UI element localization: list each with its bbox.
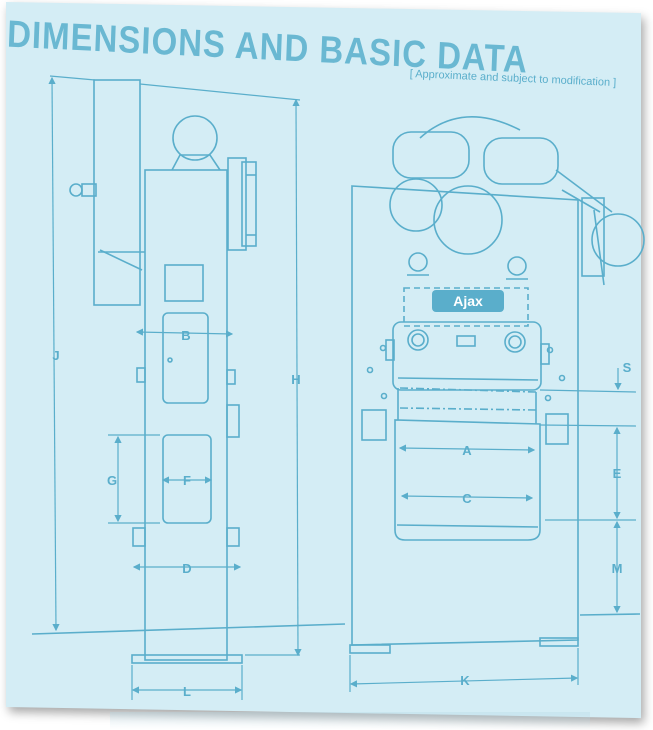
dim-label-c: C [462,491,472,506]
flywheel-arc [419,115,521,139]
dim-label-j: J [52,348,59,363]
rear-guard-panel [93,79,141,306]
side-drive-bracket [581,197,605,277]
dimension-lines [48,75,637,700]
front-base-left [349,644,391,654]
control-box-right [545,413,569,445]
side-frame-box [164,264,204,302]
bolster [394,419,541,541]
side-flywheel [172,115,218,161]
side-window-upper [162,312,209,404]
side-view [69,79,257,664]
dim-label-l: L [183,684,191,699]
dim-label-s: S [623,360,632,375]
dim-label-a: A [462,443,472,458]
side-frame [144,169,228,661]
dimension-labels: B G F D L J H A C K S E M [52,328,631,699]
dim-label-k: K [460,673,470,688]
floor-line-right [579,613,641,616]
knob-left [408,252,428,272]
control-box-left [361,409,387,441]
dim-label-f: F [183,473,191,488]
dim-label-m: M [612,561,623,576]
pulley-center [433,185,503,255]
pulley-right [591,213,645,267]
side-base [131,654,243,664]
ajax-logo-plate [432,290,504,312]
crown-dashed-box [403,287,529,327]
front-base-right [539,637,579,647]
dim-label-h: H [291,372,300,387]
knob-right [507,256,527,276]
dim-label-e: E [613,466,622,481]
dim-label-b: B [181,328,190,343]
motor-right [483,137,559,185]
dim-label-d: D [182,561,191,576]
front-view [349,115,645,654]
slide-bolt-right [504,331,526,353]
motor-left [392,131,470,179]
dim-label-g: G [107,473,117,488]
side-motor [227,157,247,251]
side-knob [69,183,83,197]
pulley-left [389,178,443,232]
slide-bolt-left [407,329,429,351]
ajax-logo-text: Ajax [453,293,483,309]
sheet-reflection [110,712,590,730]
